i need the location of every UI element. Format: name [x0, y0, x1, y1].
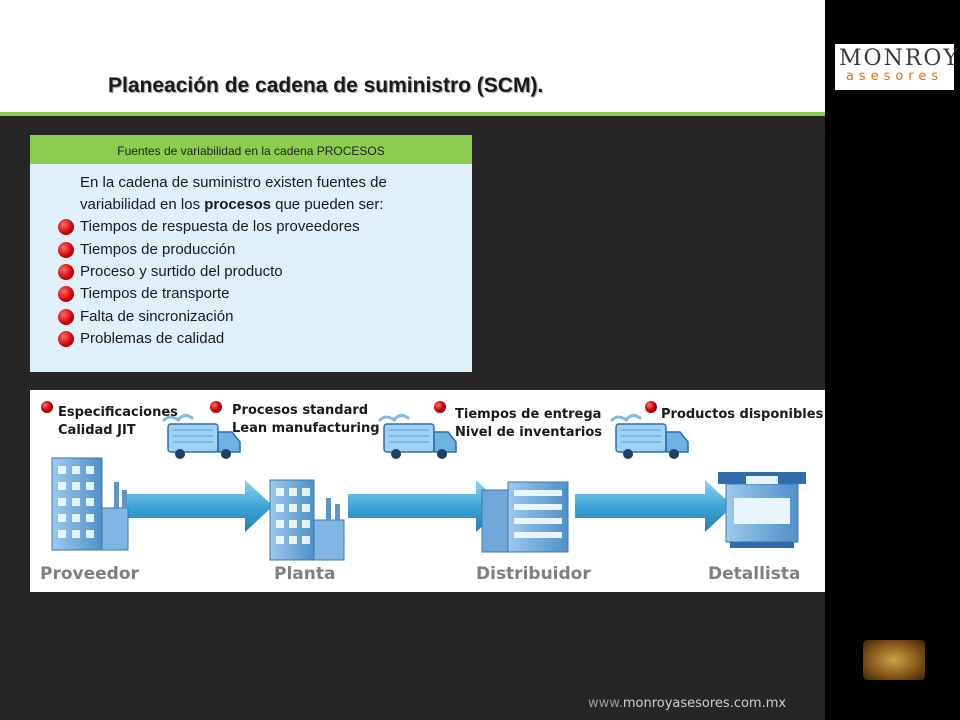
- panel-header: Fuentes de variabilidad en la cadena PRO…: [30, 135, 472, 164]
- footer-url[interactable]: www.monroyasesores.com.mx: [588, 696, 786, 711]
- flow-label-tiempos: Tiempos de entrega Nivel de inventarios: [455, 406, 602, 442]
- compass-icon: [863, 640, 925, 680]
- flow-label-line1: Especificaciones: [58, 405, 178, 420]
- list-item: Proceso y surtido del producto: [58, 261, 360, 283]
- store-icon: [718, 472, 806, 548]
- variability-panel: En la cadena de suministro existen fuent…: [30, 164, 472, 372]
- flow-label-line2: Nivel de inventarios: [455, 425, 603, 440]
- logo-top-text: MONROY: [839, 46, 960, 71]
- red-dot-icon: [41, 401, 53, 413]
- bullet-text: Tiempos de transporte: [80, 285, 230, 303]
- supply-chain-flow: Especificaciones Calidad JIT Procesos st…: [30, 390, 825, 592]
- flow-label-procesos: Procesos standard Lean manufacturing: [232, 402, 380, 438]
- stage-detallista: Detallista: [708, 564, 801, 584]
- bullet-text: Tiempos de producción: [80, 240, 236, 258]
- header-bar: [0, 0, 825, 112]
- intro-bold: procesos: [204, 196, 271, 213]
- red-dot-icon: [645, 401, 657, 413]
- bullet-text: Problemas de calidad: [80, 330, 225, 348]
- variability-list: Tiempos de respuesta de los proveedores …: [58, 216, 360, 350]
- right-sidebar: [825, 0, 960, 720]
- flow-arrow: [575, 480, 733, 532]
- bullet-dot-icon: [58, 263, 74, 280]
- list-item: Problemas de calidad: [58, 328, 360, 350]
- panel-intro: En la cadena de suministro existen fuent…: [80, 172, 450, 216]
- list-item: Tiempos de producción: [58, 238, 360, 260]
- flow-label-line2: Lean manufacturing: [232, 421, 380, 436]
- list-item: Tiempos de respuesta de los proveedores: [58, 216, 360, 238]
- flow-graphics: [41, 401, 806, 561]
- intro-post: que pueden ser:: [270, 196, 384, 213]
- flow-arrow: [348, 480, 504, 532]
- header-divider: [0, 112, 825, 116]
- bullet-text: Proceso y surtido del producto: [80, 262, 283, 280]
- list-item: Tiempos de transporte: [58, 283, 360, 305]
- company-logo: MONROY asesores: [835, 44, 960, 90]
- truck-icon: [378, 413, 458, 461]
- flow-label-line2: Calidad JIT: [58, 423, 136, 438]
- flow-arrow: [125, 480, 273, 532]
- stage-distribuidor: Distribuidor: [476, 564, 591, 584]
- footer-url-prefix: www.: [588, 696, 623, 711]
- flow-label-line1: Productos disponibles: [661, 407, 824, 422]
- plant-icon: [269, 479, 345, 561]
- stage-proveedor: Proveedor: [40, 564, 139, 584]
- bullet-dot-icon: [58, 219, 74, 236]
- logo-bottom-text: asesores: [845, 69, 944, 84]
- factory-icon: [51, 457, 129, 551]
- red-dot-icon: [210, 401, 222, 413]
- bullet-text: Falta de sincronización: [80, 307, 234, 325]
- stage-planta: Planta: [274, 564, 336, 584]
- bullet-dot-icon: [58, 241, 74, 258]
- list-item: Falta de sincronización: [58, 306, 360, 328]
- bullet-dot-icon: [58, 286, 74, 303]
- intro-line1: En la cadena de suministro existen fuent…: [80, 174, 387, 191]
- warehouse-icon: [481, 481, 569, 553]
- bullet-dot-icon: [58, 331, 74, 348]
- red-dot-icon: [434, 401, 446, 413]
- intro-pre: variabilidad en los: [80, 196, 205, 213]
- flow-label-line1: Tiempos de entrega: [455, 407, 602, 422]
- slide-title: Planeación de cadena de suministro (SCM)…: [108, 74, 544, 97]
- flow-label-especificaciones: Especificaciones Calidad JIT: [58, 404, 178, 440]
- flow-label-line1: Procesos standard: [232, 403, 369, 418]
- flow-label-productos: Productos disponibles: [661, 406, 823, 424]
- footer-url-main: monroyasesores.com.mx: [622, 696, 787, 711]
- bullet-dot-icon: [58, 308, 74, 325]
- bullet-text: Tiempos de respuesta de los proveedores: [80, 218, 360, 236]
